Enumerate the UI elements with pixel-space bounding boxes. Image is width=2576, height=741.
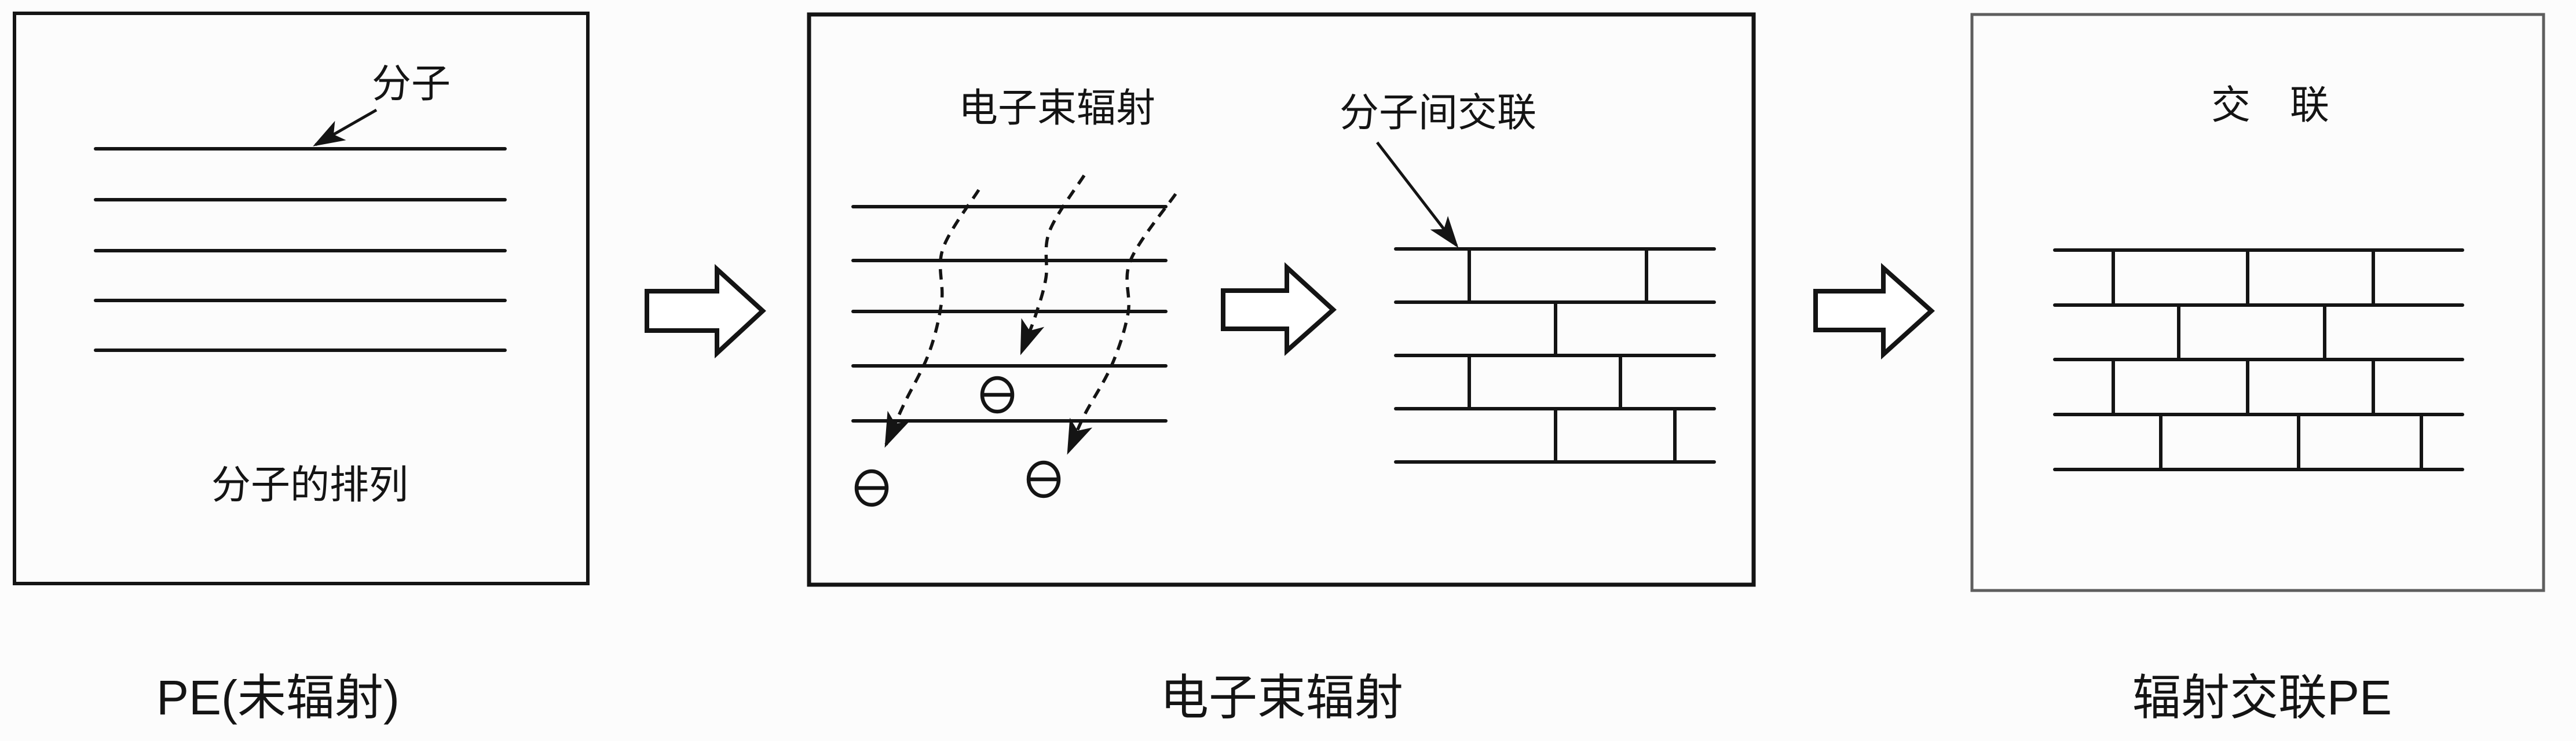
flow-arrow-left-to-middle [645, 263, 766, 359]
electron-beam-curve [1067, 193, 1177, 455]
crosslink-pointer-arrow [1376, 141, 1459, 248]
left-panel-box [13, 12, 590, 585]
molecule-pointer-arrow [313, 108, 378, 146]
middle-caption: 电子束辐射 [1160, 670, 1403, 725]
right-panel-box [1970, 13, 2545, 592]
left-box-label: 分子的排列 [211, 463, 408, 507]
flow-arrow-beam-to-bricks [1221, 262, 1337, 356]
flow-arrow-middle-to-right [1813, 263, 1935, 360]
left-caption: PE(未辐射) [156, 670, 400, 725]
electron-beam-curve [884, 189, 980, 448]
diagram-shapes [13, 12, 2545, 592]
beam-title-label: 电子束辐射 [958, 86, 1155, 130]
molecule-pointer-label: 分子 [372, 62, 451, 106]
right-box-label: 交 联 [2211, 83, 2329, 127]
middle-panel-box [807, 12, 1756, 587]
right-caption: 辐射交联PE [2132, 670, 2392, 725]
electron-beam-curve [1020, 174, 1086, 355]
crosslink-pointer-label: 分子间交联 [1340, 91, 1536, 135]
